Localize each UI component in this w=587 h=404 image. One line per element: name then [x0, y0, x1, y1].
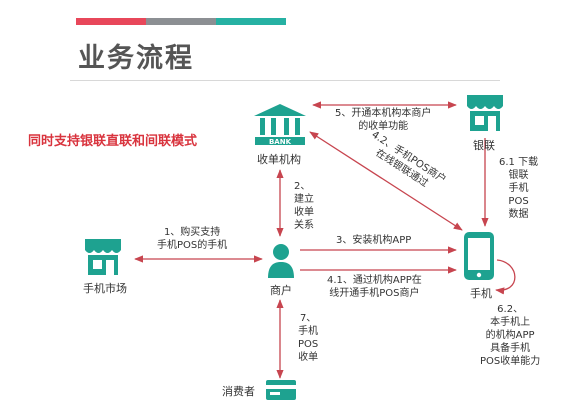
header-stripe-gray	[146, 18, 216, 25]
bank-label: 收单机构	[257, 153, 301, 166]
store-icon	[85, 239, 121, 275]
step4-1-label: 4.1、通过机构APP在线开通手机POS商户	[327, 275, 422, 299]
person-icon	[268, 244, 294, 278]
consumer-label: 消费者	[222, 385, 255, 398]
phone-market-label: 手机市场	[83, 282, 127, 295]
step3-label: 3、安装机构APP	[336, 235, 412, 246]
diagram-subtitle: 同时支持银联直联和间联模式	[28, 134, 198, 149]
step2-label: 2、建立收单关系	[294, 181, 314, 231]
store-icon	[467, 95, 503, 131]
merchant-node	[267, 243, 295, 283]
arrow-step6-2	[495, 259, 516, 295]
unionpay-label: 银联	[473, 139, 495, 152]
bank-logo-text: BANK	[269, 138, 292, 146]
consumer-node	[266, 380, 296, 404]
title-divider	[70, 80, 500, 81]
unionpay-node	[465, 93, 505, 137]
step5-label: 5、开通本机构本商户的收单功能	[335, 108, 432, 132]
step1-label: 1、购买支持手机POS的手机	[157, 227, 228, 251]
credit-card-icon	[266, 380, 296, 400]
header-stripe-teal	[216, 18, 286, 25]
bank-icon: BANK	[254, 104, 306, 146]
phone-market-node	[83, 237, 123, 281]
page-title: 业务流程	[78, 43, 194, 74]
merchant-label: 商户	[270, 284, 292, 297]
bank-node: BANK	[252, 102, 308, 152]
smartphone-icon	[464, 232, 494, 280]
header-stripe-red	[76, 18, 146, 25]
arrow-step4-2	[309, 131, 463, 231]
phone-label: 手机	[470, 287, 492, 300]
phone-node	[463, 231, 495, 285]
